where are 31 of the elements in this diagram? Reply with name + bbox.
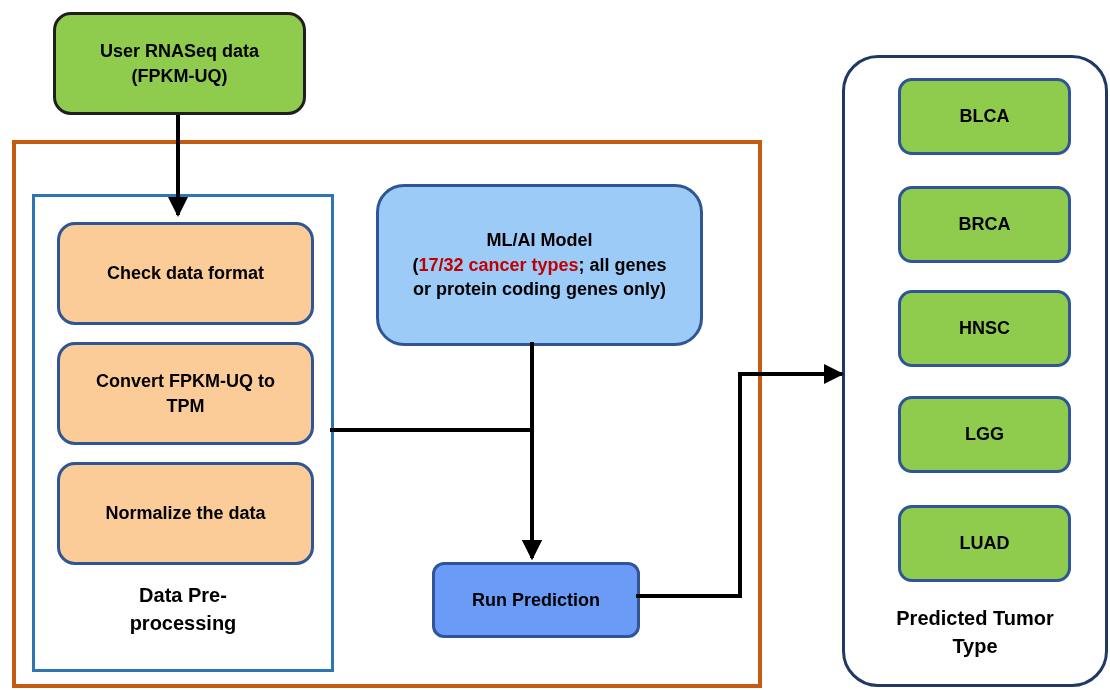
box-text: User RNASeq data (FPKM-UQ) (98, 39, 260, 88)
box-text: BRCA (958, 213, 1011, 237)
arrow (522, 342, 542, 560)
box-text: ML/AI Model (486, 228, 593, 252)
panel-label: Predicted Tumor Type (895, 606, 1055, 659)
arrow (168, 115, 188, 217)
preprocessing-panel (32, 194, 334, 672)
box-text: LUAD (959, 532, 1010, 556)
tumor-type-box (898, 396, 1071, 473)
panel-label: Data Pre-processing (128, 583, 238, 636)
box-text: Check data format (106, 262, 264, 286)
box-text: Convert FPKM-UQ to TPM (95, 369, 276, 418)
box-text: LGG (965, 423, 1004, 447)
box-text: HNSC (959, 317, 1010, 341)
input-box (53, 12, 306, 115)
process-box (57, 462, 314, 565)
box-text: (17/32 cancer types; all genes or protein coding genes only) (411, 253, 668, 302)
model-box (376, 184, 703, 346)
tumor-type-box (898, 78, 1071, 155)
tumor-type-box (898, 505, 1071, 582)
box-text: Run Prediction (472, 588, 600, 612)
result-panel (842, 55, 1108, 687)
tumor-type-box (898, 290, 1071, 367)
box-text: BLCA (959, 105, 1010, 129)
process-box (57, 222, 314, 325)
process-box (57, 342, 314, 445)
box-text: Normalize the data (105, 502, 266, 526)
workflow-frame (12, 140, 762, 688)
process-box (432, 562, 640, 638)
arrow (636, 364, 844, 598)
tumor-type-box (898, 186, 1071, 263)
